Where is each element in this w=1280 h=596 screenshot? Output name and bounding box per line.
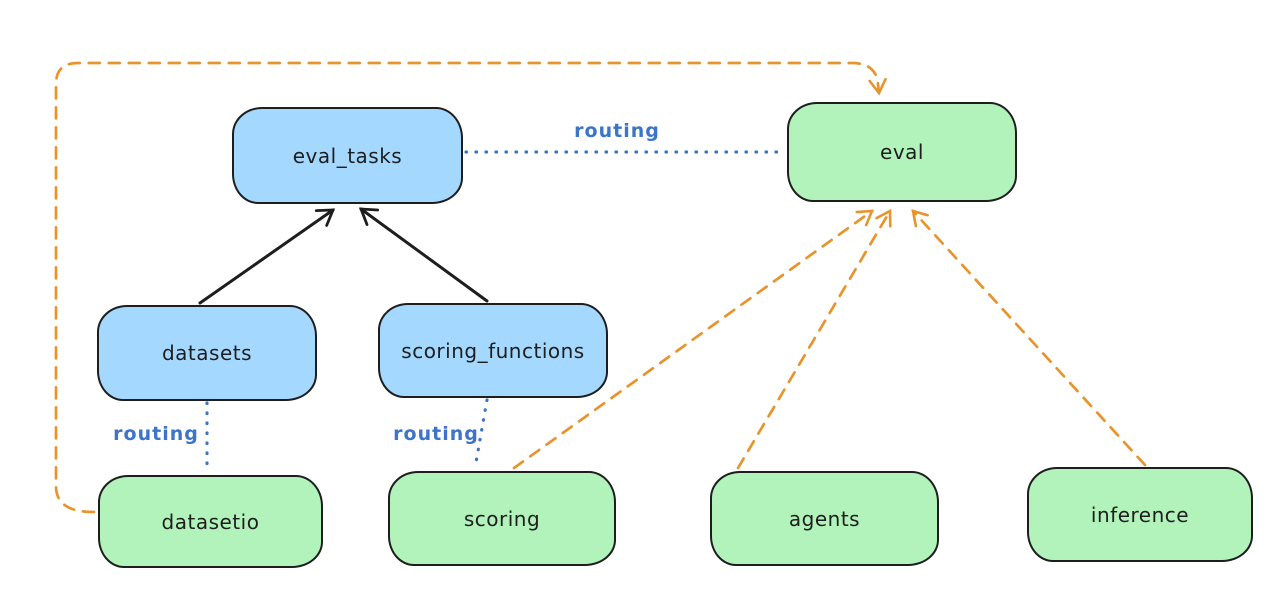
node-eval-tasks[interactable]: eval_tasks	[232, 107, 463, 204]
node-inference-label: inference	[1090, 502, 1190, 527]
edge-scoring-to-eval	[512, 209, 875, 470]
edge-label-routing-scoring: routing	[393, 423, 479, 445]
node-eval-tasks-label: eval_tasks	[292, 143, 403, 168]
node-agents-label: agents	[788, 506, 861, 531]
node-eval[interactable]: eval	[787, 102, 1017, 202]
edge-datasetio-to-eval	[54, 61, 887, 514]
edge-agents-to-eval	[736, 208, 892, 470]
node-agents[interactable]: agents	[710, 471, 939, 566]
edge-inference-to-eval	[911, 209, 1147, 467]
node-scoring-functions-label: scoring_functions	[401, 338, 585, 363]
edge-datasets-to-eval-tasks	[198, 208, 336, 305]
node-scoring[interactable]: scoring	[388, 471, 616, 566]
node-inference[interactable]: inference	[1027, 467, 1253, 562]
node-datasets-label: datasets	[161, 341, 253, 365]
node-datasets[interactable]: datasets	[97, 305, 317, 401]
node-scoring-functions[interactable]: scoring_functions	[378, 303, 608, 398]
node-scoring-label: scoring	[463, 506, 541, 531]
edge-scoring-functions-to-eval-tasks	[358, 207, 489, 303]
edge-label-routing-datasets: routing	[113, 423, 199, 445]
edge-scoring-functions-to-scoring-routing	[473, 398, 489, 470]
node-eval-label: eval	[880, 140, 924, 164]
edge-label-routing-top: routing	[574, 120, 660, 142]
node-datasetio-label: datasetio	[161, 509, 260, 534]
node-datasetio[interactable]: datasetio	[98, 475, 323, 568]
